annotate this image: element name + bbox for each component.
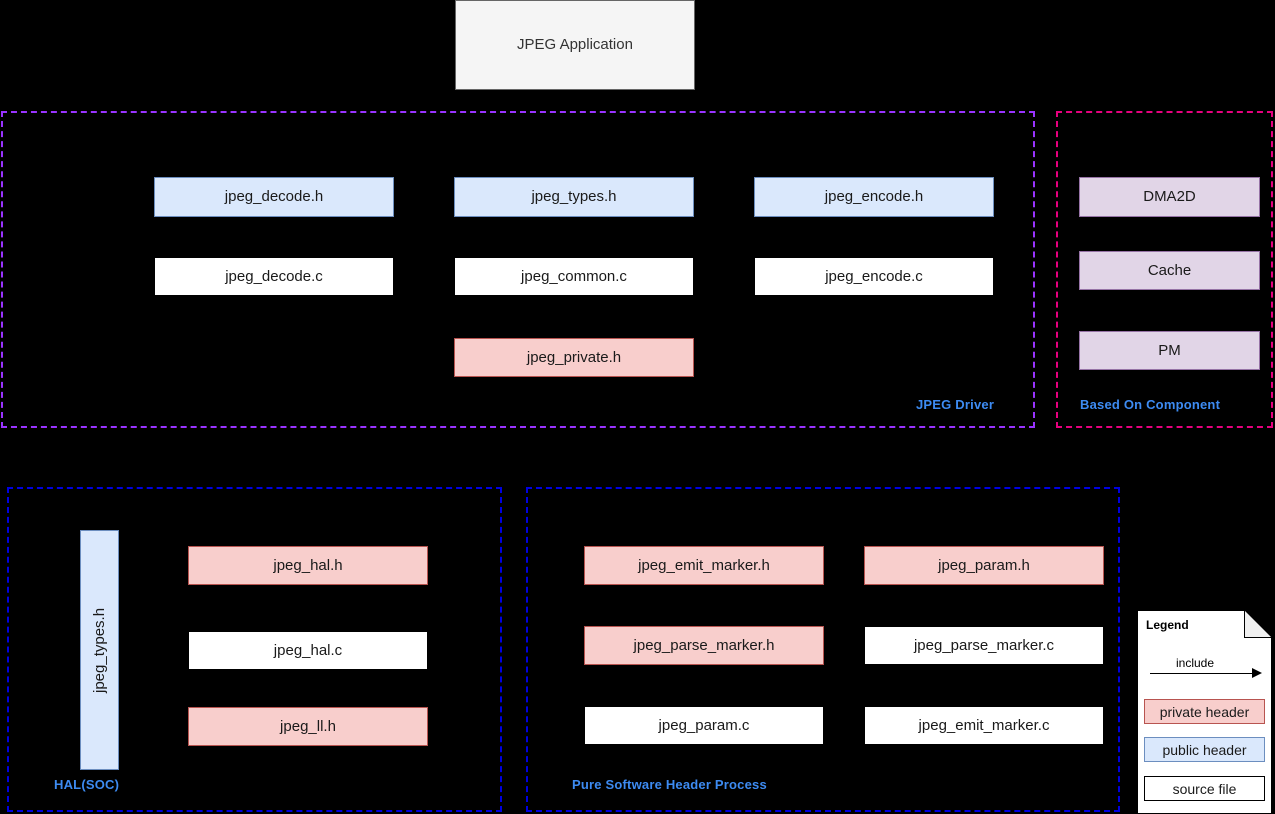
legend-fold-corner-icon	[1244, 610, 1272, 638]
node-jpeg-param-h[interactable]: jpeg_param.h	[864, 546, 1104, 585]
legend-title: Legend	[1146, 618, 1189, 632]
node-jpeg-parse-marker-h[interactable]: jpeg_parse_marker.h	[584, 626, 824, 665]
node-cache[interactable]: Cache	[1079, 251, 1260, 290]
group-based-on-component	[1056, 111, 1273, 428]
node-jpeg-decode-c[interactable]: jpeg_decode.c	[154, 257, 394, 296]
include-arrowhead-icon	[1252, 668, 1262, 678]
legend-fold-edge	[1244, 610, 1245, 638]
group-label-based-on-component: Based On Component	[1080, 397, 1221, 412]
node-jpeg-parse-marker-c[interactable]: jpeg_parse_marker.c	[864, 626, 1104, 665]
group-label-hal-soc: HAL(SOC)	[54, 777, 120, 792]
node-jpeg-types-h[interactable]: jpeg_types.h	[454, 177, 694, 217]
node-jpeg-encode-h[interactable]: jpeg_encode.h	[754, 177, 994, 217]
legend-include-label: include	[1176, 656, 1215, 670]
group-label-jpeg-driver: JPEG Driver	[916, 397, 995, 412]
node-pm[interactable]: PM	[1079, 331, 1260, 370]
node-jpeg-emit-marker-c[interactable]: jpeg_emit_marker.c	[864, 706, 1104, 745]
group-pure-software	[526, 487, 1120, 812]
node-dma2d[interactable]: DMA2D	[1079, 177, 1260, 217]
legend-swatch-private-header: private header	[1144, 699, 1265, 724]
node-jpeg-hal-h[interactable]: jpeg_hal.h	[188, 546, 428, 585]
node-hal-jpeg-types-h[interactable]: jpeg_types.h	[80, 530, 119, 770]
group-jpeg-driver	[1, 111, 1035, 428]
include-arrow-icon	[1150, 673, 1254, 674]
node-jpeg-private-h[interactable]: jpeg_private.h	[454, 338, 694, 377]
node-jpeg-application[interactable]: JPEG Application	[455, 0, 695, 90]
node-jpeg-encode-c[interactable]: jpeg_encode.c	[754, 257, 994, 296]
node-jpeg-hal-c[interactable]: jpeg_hal.c	[188, 631, 428, 670]
legend-swatch-source-file: source file	[1144, 776, 1265, 801]
node-jpeg-decode-h[interactable]: jpeg_decode.h	[154, 177, 394, 217]
node-jpeg-ll-h[interactable]: jpeg_ll.h	[188, 707, 428, 746]
node-jpeg-param-c[interactable]: jpeg_param.c	[584, 706, 824, 745]
legend-fold-edge-bottom	[1244, 637, 1272, 638]
node-jpeg-common-c[interactable]: jpeg_common.c	[454, 257, 694, 296]
group-hal-soc	[7, 487, 502, 812]
node-jpeg-emit-marker-h[interactable]: jpeg_emit_marker.h	[584, 546, 824, 585]
legend-swatch-public-header: public header	[1144, 737, 1265, 762]
group-label-pure-software: Pure Software Header Process	[572, 777, 767, 792]
